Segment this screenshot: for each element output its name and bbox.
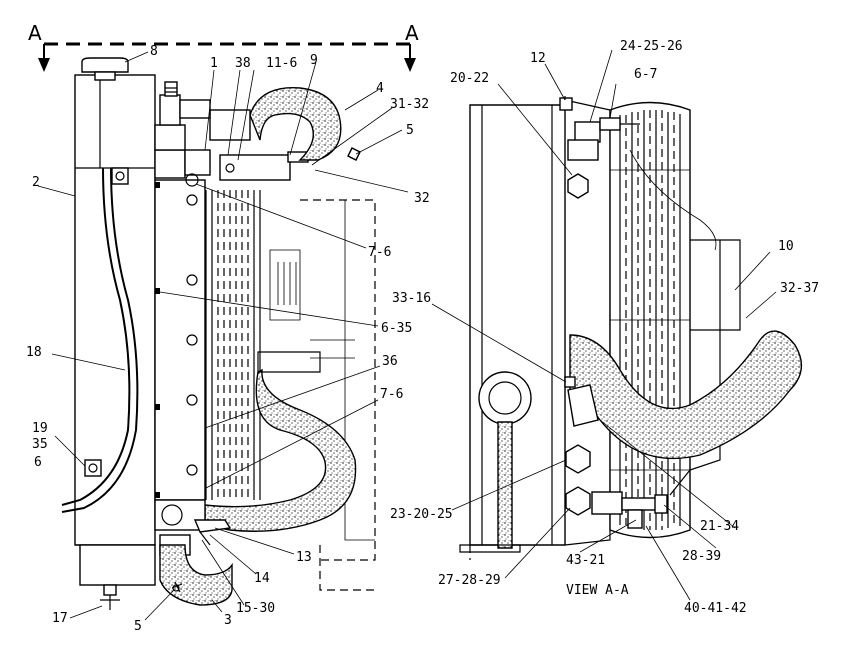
cross-hose (569, 330, 803, 460)
section-line-a-a: A A (28, 21, 419, 72)
callout-9: 9 (310, 53, 318, 68)
callout-14: 14 (254, 571, 270, 586)
callout-15-30: 15-30 (236, 601, 275, 616)
callout-31-32: 31-32 (390, 97, 429, 112)
callout-27-28-29: 27-28-29 (438, 573, 501, 588)
hex-plug-top (567, 173, 589, 199)
hose-bracket (219, 154, 291, 181)
left-callout-labels: 8 1 38 11-6 9 4 31-32 5 32 2 7-6 6-35 18… (26, 44, 430, 634)
callout-33-16: 33-16 (392, 291, 431, 306)
callout-36: 36 (382, 354, 398, 369)
callout-28-39: 28-39 (682, 549, 721, 564)
overflow-tube (61, 167, 131, 506)
right-view-section (459, 96, 803, 560)
section-letter-right: A (405, 21, 419, 45)
right-leader-lines (431, 49, 777, 601)
view-caption: VIEW A-A (566, 583, 629, 598)
callout-35: 35 (32, 437, 48, 452)
callout-1: 1 (210, 56, 218, 71)
callout-5-top: 5 (406, 123, 414, 138)
callout-43-21: 43-21 (566, 553, 605, 568)
callout-19: 19 (32, 421, 48, 436)
left-view-radiator (61, 57, 376, 610)
callout-3: 3 (224, 613, 232, 628)
callout-10: 10 (778, 239, 794, 254)
callout-40-41-42: 40-41-42 (684, 601, 747, 616)
lower-hose (204, 368, 357, 532)
callout-23-20-25: 23-20-25 (390, 507, 453, 522)
section-letter-left: A (28, 21, 42, 45)
tube-clip (84, 459, 102, 477)
callout-18: 18 (26, 345, 42, 360)
hex-plug-mid (565, 444, 591, 474)
callout-20-22: 20-22 (450, 71, 489, 86)
callout-2: 2 (32, 175, 40, 190)
callout-11-6: 11-6 (266, 56, 297, 71)
callout-6: 6 (34, 455, 42, 470)
upper-hose (249, 87, 342, 161)
callout-24-25-26: 24-25-26 (620, 39, 683, 54)
right-callout-labels: 12 24-25-26 20-22 6-7 10 32-37 33-16 23-… (390, 39, 819, 616)
callout-21-34: 21-34 (700, 519, 739, 534)
callout-32-37: 32-37 (780, 281, 819, 296)
bottom-reservoir (79, 544, 156, 586)
callout-17: 17 (52, 611, 68, 626)
callout-4: 4 (376, 81, 384, 96)
callout-38: 38 (235, 56, 251, 71)
callout-7-6-b: 7-6 (380, 387, 403, 402)
bottom-hose (159, 544, 233, 606)
callout-6-7: 6-7 (634, 67, 657, 82)
callout-8: 8 (150, 44, 158, 59)
side-plate-bolts (155, 182, 198, 498)
callout-12: 12 (530, 51, 546, 66)
left-leader-lines (37, 51, 409, 621)
fan-shroud (609, 101, 691, 539)
callout-13: 13 (296, 550, 312, 565)
callout-32: 32 (414, 191, 430, 206)
callout-7-6-a: 7-6 (368, 245, 391, 260)
callout-6-35: 6-35 (381, 321, 412, 336)
top-inlet-fittings (154, 81, 309, 187)
radiator-core (199, 190, 301, 500)
round-port (478, 371, 532, 425)
callout-5-bottom: 5 (134, 619, 142, 634)
top-fitting (574, 121, 601, 143)
radiator-cap (81, 57, 129, 73)
hex-plug-low (565, 486, 591, 516)
